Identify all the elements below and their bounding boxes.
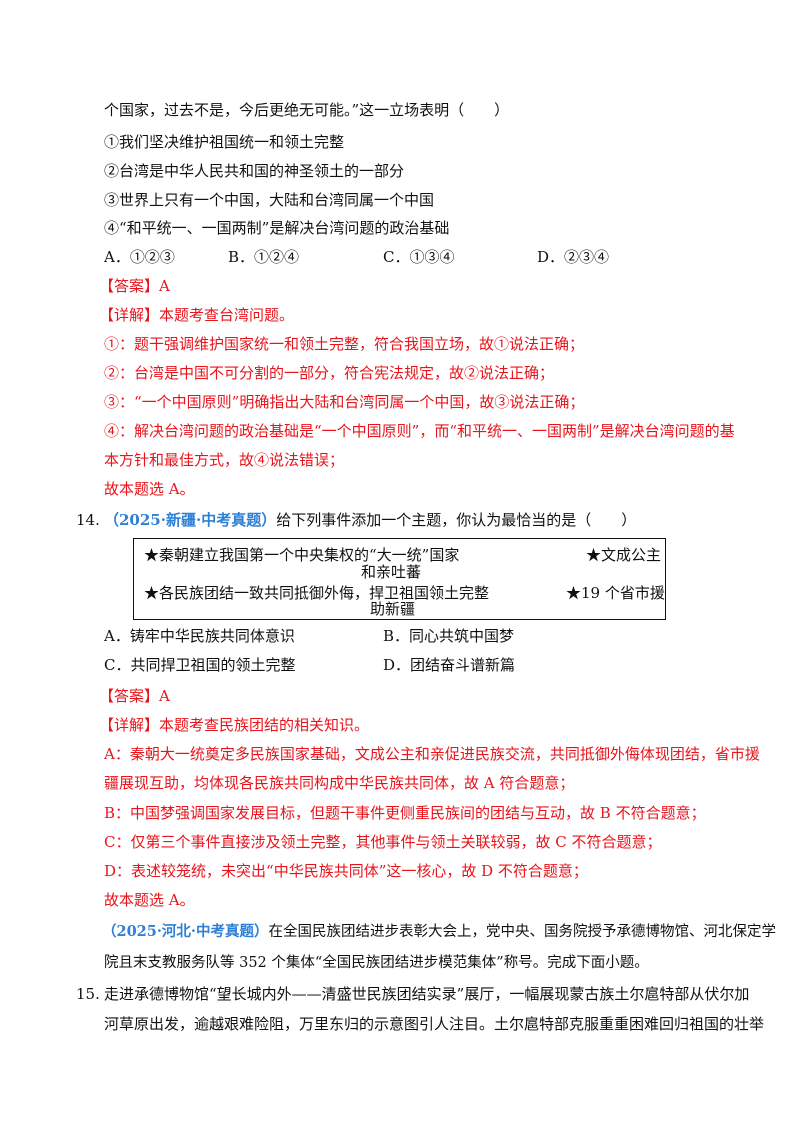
q13-option-b[interactable]: B．①②④ [228, 248, 300, 266]
q15-line-1: 走进承德博物馆“望长城内外——清盛世民族团结实录”展厅，一幅展现蒙古族土尔扈特部… [104, 985, 750, 1003]
q13-analysis-2: ②：台湾是中国不可分割的一部分，符合宪法规定，故②说法正确； [104, 364, 555, 382]
q14-event-qin: ★秦朝建立我国第一个中央集权的“大一统”国家 [144, 546, 460, 564]
q14-analysis-2: 疆展现互助，均体现各民族共同构成中华民族共同体，故 A 符合题意； [104, 774, 575, 792]
q14-event-aid-wrap: 助新疆 [370, 600, 416, 618]
material-text-1: 在全国民族团结进步表彰大会上，党中央、国务院授予承德博物馆、河北保定学 [268, 924, 776, 940]
q13-analysis-title: 【详解】本题考查台湾问题。 [99, 306, 295, 324]
material-line-2: 院且末支教服务队等 352 个集体“全国民族团结进步模范集体”称号。完成下面小题… [104, 955, 649, 971]
q14-event-aid: ★19 个省市援 [566, 584, 665, 602]
q13-answer: 【答案】A [99, 277, 170, 295]
q13-statement-1: ①我们坚决维护祖国统一和领土完整 [104, 133, 345, 151]
q14-number: 14. [76, 511, 100, 529]
material-line-1: （2025·河北·中考真题）在全国民族团结进步表彰大会上，党中央、国务院授予承德… [102, 922, 776, 942]
q14-analysis-title: 【详解】本题考查民族团结的相关知识。 [99, 716, 370, 734]
q13-option-c[interactable]: C．①③④ [383, 248, 455, 266]
q14-event-resist: ★各民族团结一致共同抵御外侮，捍卫祖国领土完整 [144, 584, 490, 602]
q14-analysis-3: B：中国梦强调国家发展目标，但题干事件更侧重民族间的团结与互动，故 B 不符合题… [104, 804, 706, 822]
q13-statement-2: ②台湾是中华人民共和国的神圣领土的一部分 [104, 162, 405, 180]
q13-statement-4: ④“和平统一、一国两制”是解决台湾问题的政治基础 [104, 219, 450, 237]
q14-option-a[interactable]: A．铸牢中华民族共同体意识 [104, 627, 295, 645]
q14-event-wencheng: ★文成公主 [586, 546, 662, 564]
q13-analysis-1: ①：题干强调维护国家统一和领土完整，符合我国立场，故①说法正确； [104, 335, 585, 353]
q14-option-d[interactable]: D．团结奋斗谱新篇 [383, 656, 516, 674]
material-source: （2025·河北·中考真题） [102, 923, 269, 940]
q13-analysis-4: ④：解决台湾问题的政治基础是“一个中国原则”，而“和平统一、一国两制”是解决台湾… [104, 422, 735, 440]
q15-number: 15. [76, 985, 100, 1003]
q13-conclusion: 故本题选 A。 [104, 480, 195, 498]
q15-line-2: 河草原出发，逾越艰难险阻，万里东归的示意图引人注目。土尔扈特部克服重重困难回归祖… [104, 1015, 765, 1033]
q13-analysis-5: 本方针和最佳方式，故④说法错误； [104, 451, 345, 469]
q13-analysis-3: ③：“一个中国原则”明确指出大陆和台湾同属一个中国，故③说法正确； [104, 393, 585, 411]
q14-event-wencheng-wrap: 和亲吐蕃 [361, 563, 422, 581]
q13-statement-3: ③世界上只有一个中国，大陆和台湾同属一个中国 [104, 191, 435, 209]
q14-events-box: ★秦朝建立我国第一个中央集权的“大一统”国家 ★文成公主 和亲吐蕃 ★各民族团结… [133, 538, 666, 620]
q13-option-a[interactable]: A．①②③ [104, 248, 175, 266]
q14-analysis-5: D：表述较笼统，未突出“中华民族共同体”这一核心，故 D 不符合题意； [104, 862, 588, 880]
q14-option-c[interactable]: C．共同捍卫祖国的领土完整 [104, 656, 296, 674]
q13-stem-tail: 个国家，过去不是，今后更绝无可能。”这一立场表明（ ） [104, 101, 510, 119]
q14-source: （2025·新疆·中考真题） [104, 511, 277, 529]
q14-analysis-1: A：秦朝大一统奠定多民族国家基础，文成公主和亲促进民族交流，共同抵御外侮体现团结… [104, 745, 760, 763]
q14-stem-line: （2025·新疆·中考真题）给下列事件添加一个主题，你认为最恰当的是（ ） [104, 510, 636, 530]
q14-stem: 给下列事件添加一个主题，你认为最恰当的是（ ） [276, 511, 637, 529]
q14-conclusion: 故本题选 A。 [104, 891, 195, 909]
q13-option-d[interactable]: D．②③④ [537, 248, 610, 266]
q14-analysis-4: C：仅第三个事件直接涉及领土完整，其他事件与领土关联较弱，故 C 不符合题意； [104, 833, 662, 851]
q14-answer: 【答案】A [99, 687, 170, 705]
q14-option-b[interactable]: B．同心共筑中国梦 [383, 627, 515, 645]
